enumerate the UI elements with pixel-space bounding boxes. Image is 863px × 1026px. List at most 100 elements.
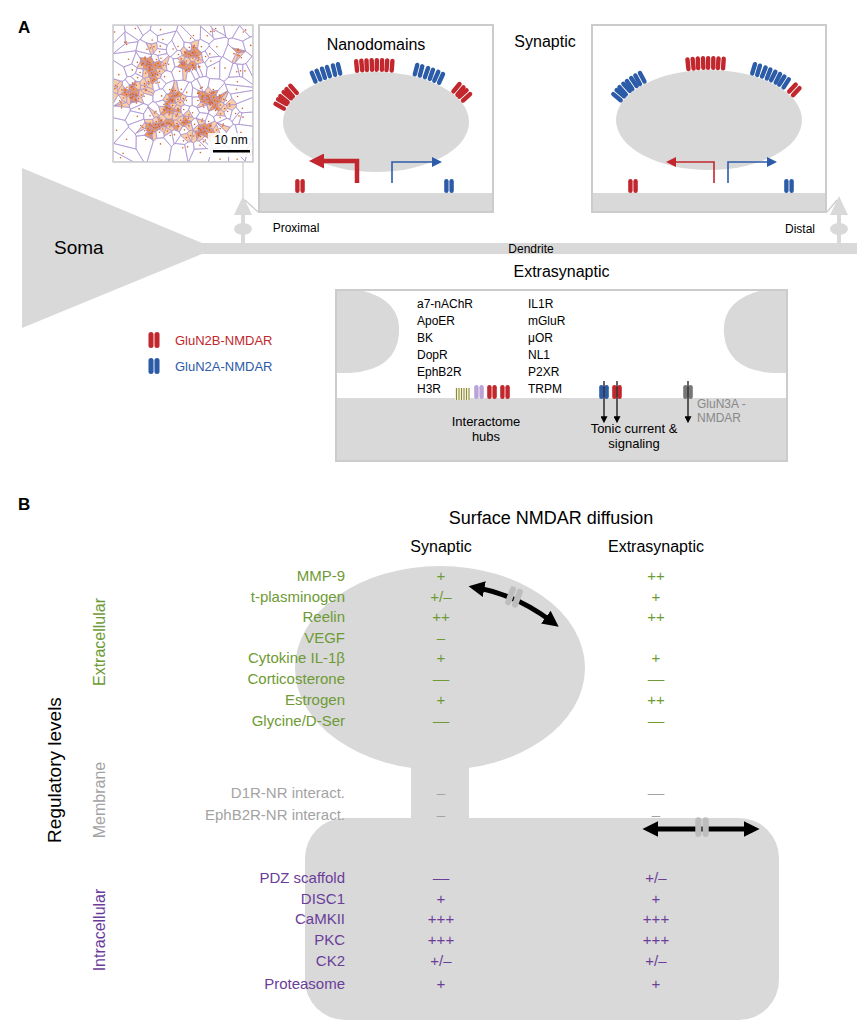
localization-dot: [169, 108, 171, 110]
localization-dot: [177, 93, 179, 95]
localization-dot: [214, 67, 216, 69]
zoom-line: [827, 200, 837, 212]
localization-dot: [244, 70, 246, 72]
localization-dot: [167, 130, 169, 132]
voronoi-cell: [144, 107, 155, 120]
localization-dot: [223, 99, 225, 101]
localization-dot: [163, 123, 165, 125]
voronoi-cell: [207, 94, 211, 98]
voronoi-cell: [162, 56, 170, 66]
receptor-subunit: [148, 358, 153, 374]
localization-dot: [216, 46, 218, 48]
postsynaptic-density: [616, 70, 802, 170]
voronoi-cell: [144, 119, 153, 124]
voronoi-cell: [113, 151, 134, 162]
localization-dot: [193, 35, 195, 37]
localization-dot: [148, 133, 150, 135]
localization-dot: [206, 133, 208, 135]
localization-dot: [188, 53, 190, 55]
localization-dot: [125, 41, 127, 43]
voronoi-cell: [216, 110, 225, 116]
localization-dot: [206, 95, 208, 97]
localization-dot: [139, 72, 141, 74]
localization-dot: [169, 126, 171, 128]
localization-dot: [174, 134, 176, 136]
receptor-name: μOR: [528, 332, 553, 346]
nmdar-receptor: [319, 64, 332, 80]
localization-dot: [179, 71, 181, 73]
receptor-subunit: [604, 385, 608, 399]
localization-dot: [151, 125, 153, 127]
localization-dot: [233, 53, 235, 55]
localization-dot: [192, 112, 194, 114]
localization-dot: [219, 95, 221, 97]
voronoi-cell: [125, 31, 139, 43]
localization-dot: [174, 95, 176, 97]
localization-dot: [143, 96, 145, 98]
inset-border: [113, 25, 253, 162]
localization-dot: [222, 125, 224, 127]
receptor-subunit: [384, 58, 389, 72]
voronoi-cell: [125, 77, 135, 85]
voronoi-cell: [128, 91, 131, 96]
voronoi-cell: [161, 71, 175, 84]
synapse-sketch: [260, 58, 492, 211]
diffusion-effect: +++: [428, 931, 454, 948]
localization-dot: [200, 136, 202, 138]
localization-dot: [180, 58, 182, 60]
localization-dot: [172, 90, 174, 92]
voronoi-cell: [113, 60, 127, 81]
voronoi-cell: [195, 131, 200, 134]
localization-dot: [149, 124, 151, 126]
receptor-name: NL1: [528, 349, 550, 363]
receptor-subunit: [354, 59, 360, 73]
localization-dot: [144, 86, 146, 88]
legend-swatch: [145, 355, 163, 377]
diffusion-effect: +: [652, 890, 661, 907]
localization-dot: [172, 48, 174, 50]
localization-dot: [205, 56, 207, 58]
voronoi-cell: [195, 52, 202, 59]
diffusion-effect: +/–: [430, 588, 451, 605]
localization-dot: [158, 81, 160, 83]
voronoi-cell: [177, 55, 185, 61]
voronoi-cell: [131, 87, 139, 92]
localization-dot: [124, 92, 126, 94]
voronoi-cell: [153, 117, 159, 123]
localization-dot: [157, 74, 159, 76]
localization-dot: [196, 55, 198, 57]
localization-dot: [160, 57, 162, 59]
localization-dot: [238, 115, 240, 117]
receptor-subunit: [449, 179, 453, 193]
localization-dot: [121, 89, 123, 91]
localization-dot: [185, 70, 187, 72]
localization-dot: [219, 97, 221, 99]
voronoi-cell: [140, 60, 144, 66]
voronoi-cell: [236, 97, 253, 112]
diffusion-effect: ––: [433, 712, 450, 729]
localization-dot: [201, 132, 203, 134]
localization-dot: [152, 132, 154, 134]
voronoi-cell: [246, 56, 253, 77]
localization-dot: [210, 125, 212, 127]
dendrite-shaft: [336, 398, 787, 461]
localization-dot: [162, 124, 164, 126]
nmdar-receptor: [632, 70, 647, 87]
panel-title: Surface NMDAR diffusion: [449, 508, 654, 529]
voronoi-cell: [170, 100, 172, 103]
regulator-name: Glycine/D-Ser: [252, 712, 345, 729]
receptor-name: IL1R: [528, 298, 553, 312]
localization-dot: [199, 145, 201, 147]
localization-dot: [176, 123, 178, 125]
receptor-subunit: [474, 385, 478, 399]
receptor-subunit: [505, 385, 509, 399]
synapse-sketch: [593, 56, 825, 211]
localization-dot: [172, 100, 174, 102]
voronoi-cell: [173, 93, 176, 98]
localization-dot: [197, 133, 199, 135]
receptor-name: mGluR: [528, 315, 565, 329]
voronoi-cell: [169, 106, 174, 111]
diffusion-effect: +: [437, 691, 446, 708]
localization-dot: [135, 95, 137, 97]
localization-dot: [183, 65, 185, 67]
